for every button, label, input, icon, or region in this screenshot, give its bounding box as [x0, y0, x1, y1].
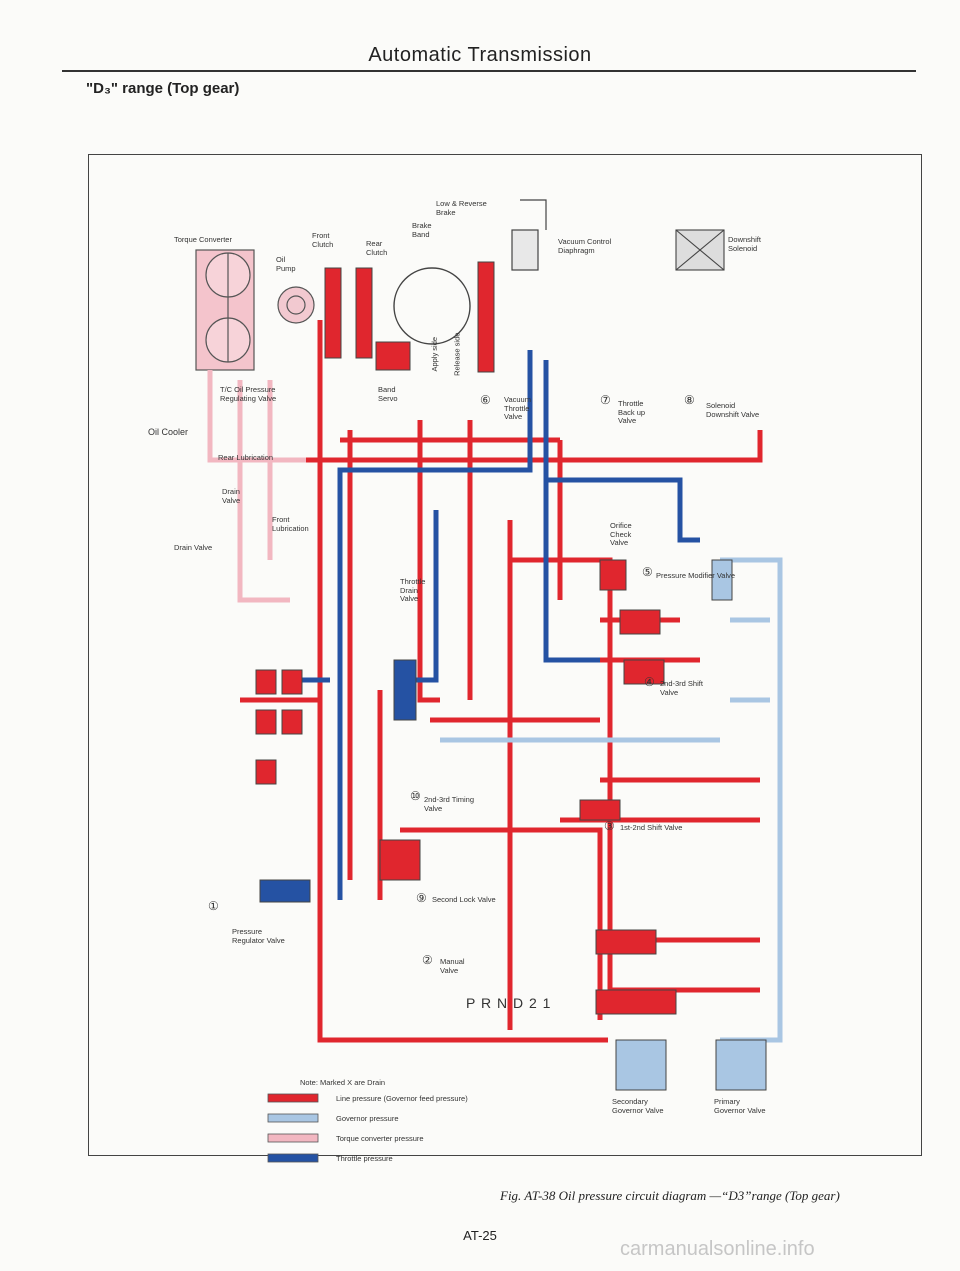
valve-bodies: [255, 559, 677, 1015]
label-primary-governor-valve: Primary Governor Valve: [714, 1097, 766, 1115]
downshift-solenoid: [675, 229, 725, 271]
valve-number-9: ⑨: [416, 891, 427, 905]
legend-line-pressure: Line pressure (Governor feed pressure): [336, 1094, 468, 1103]
header-rule: [62, 70, 916, 72]
valve-number-10: ⑩: [410, 789, 421, 803]
label-vacuum-control-diaphragm: Vacuum Control Diaphragm: [558, 237, 612, 255]
page-header-title: Automatic Transmission: [368, 44, 592, 66]
valve-number-5: ⑤: [642, 565, 653, 579]
label-front-clutch: Front Clutch: [312, 231, 334, 249]
clutch-packs: [324, 261, 495, 373]
vacuum-diaphragm: [511, 199, 547, 271]
label-throttle-back-up-valve: Throttle Back up Valve: [618, 399, 646, 425]
valve-number-8: ⑧: [684, 393, 695, 407]
governor-valves: [615, 559, 767, 1091]
valve-number-4: ④: [644, 675, 655, 689]
figure-caption: Fig. AT-38 Oil pressure circuit diagram …: [500, 1188, 840, 1203]
label-drain-valve: Drain Valve: [174, 543, 213, 552]
legend-note: Note: Marked X are Drain: [300, 1078, 386, 1087]
torque-converter: [195, 249, 255, 371]
label-pressure-regulator-valve: Pressure Regulator Valve: [232, 927, 285, 945]
label-apply-side: Apply side: [430, 336, 440, 372]
label-front-lubrication: Front Lubrication: [272, 515, 309, 533]
page-number: AT-25: [463, 1228, 497, 1243]
label-oil-cooler: Oil Cooler: [148, 427, 189, 437]
label-brake-band: Brake Band: [412, 221, 432, 239]
legend-swatches: [267, 1093, 319, 1163]
label-rear-clutch: Rear Clutch: [366, 239, 388, 257]
brake-drum: [393, 267, 471, 345]
label-oil-pump: Oil Pump: [276, 255, 296, 273]
section-title: "D₃" range (Top gear): [86, 80, 240, 97]
label-solenoid-downshift-valve: Solenoid Downshift Valve: [706, 401, 760, 419]
label-2nd-3rd-timing-valve: 2nd-3rd Timing Valve: [424, 795, 475, 813]
line-pressure-routes: [240, 320, 763, 1043]
label-1st-2nd-shift-valve: 1st-2nd Shift Valve: [620, 823, 683, 832]
valve-number-7: ⑦: [600, 393, 611, 407]
label-prnd21: P R N D 2 1: [466, 995, 552, 1011]
label-vacuum-throttle-valve: Vacuum Throttle Valve: [504, 395, 531, 421]
label-manual-valve: Manual Valve: [440, 957, 465, 975]
diagram-frame: [88, 154, 922, 1156]
label-secondary-governor-valve: Secondary Governor Valve: [612, 1097, 664, 1115]
valve-number-2: ②: [422, 953, 433, 967]
throttle-pressure-routes: [300, 350, 700, 900]
legend-governor-pressure: Governor pressure: [336, 1114, 399, 1123]
legend-torque-converter-pressure: Torque converter pressure: [336, 1134, 424, 1143]
valve-number-6: ⑥: [480, 393, 491, 407]
legend-throttle-pressure: Throttle pressure: [336, 1154, 393, 1163]
label-low-reverse-brake: Low & Reverse Brake: [436, 199, 487, 217]
valve-number-1: ①: [208, 899, 219, 913]
label-2nd-3rd-shift-valve: 2nd-3rd Shift Valve: [660, 679, 703, 697]
label-rear-lubrication: Rear Lubrication: [218, 453, 274, 462]
label-release-side: Release side: [452, 332, 462, 376]
label-downshift-solenoid: Downshift Solenoid: [728, 235, 761, 253]
label-torque-converter: Torque Converter: [174, 235, 232, 244]
throttle-drain-valve: [259, 659, 417, 903]
torque-converter-routes: [207, 370, 306, 603]
label-drain-valve-upper: Drain Valve: [222, 487, 241, 505]
label-throttle-drain-valve: Throttle Drain Valve: [400, 577, 426, 603]
label-tc-oil-pressure-valve: T/C Oil Pressure Regulating Valve: [220, 385, 277, 403]
label-orifice-check-valve: Orifice Check Valve: [610, 521, 632, 547]
label-pressure-modifier-valve: Pressure Modifier Valve: [656, 571, 736, 580]
oil-pump: [277, 286, 315, 324]
valve-number-3: ③: [604, 819, 615, 833]
watermark: carmanualsonline.info: [620, 1238, 815, 1260]
label-second-lock-valve: Second Lock Valve: [432, 895, 496, 904]
band-servo: [375, 341, 411, 371]
label-band-servo: Band Servo: [378, 385, 398, 403]
